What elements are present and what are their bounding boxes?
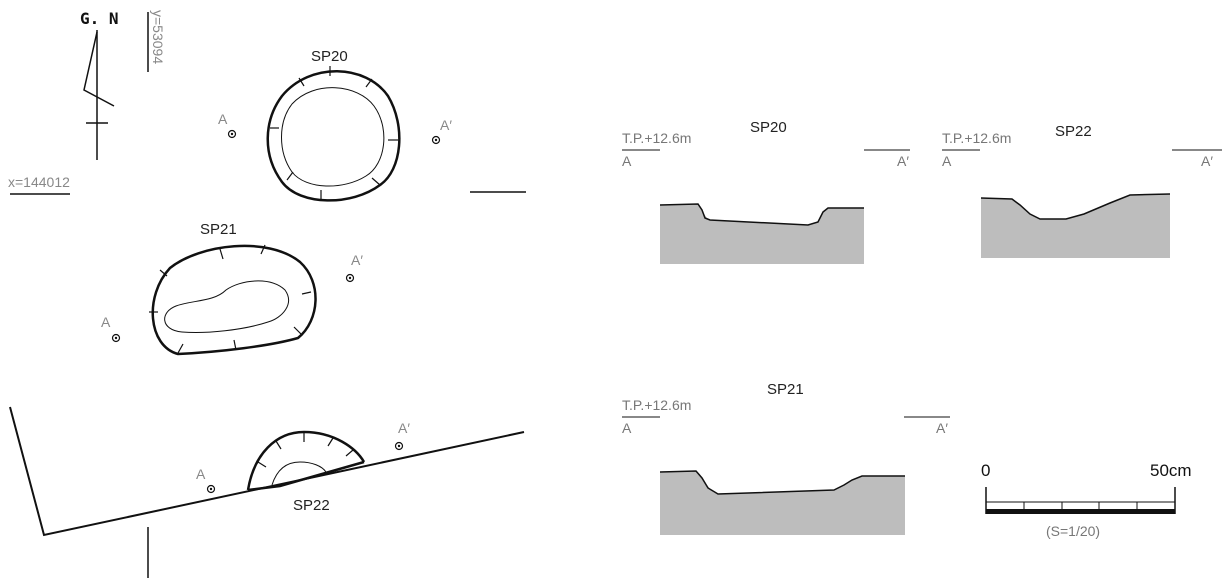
excavation-boundary [9, 406, 525, 578]
section-sp22-left: A [942, 153, 952, 169]
section-sp22-right: A′ [1201, 153, 1213, 169]
pit-sp21-label: SP21 [200, 221, 237, 238]
pit-sp22-label: SP22 [293, 497, 330, 514]
grid-y-label: y=53094 [150, 10, 166, 64]
section-sp21: SP21 T.P.+12.6m A A′ [622, 381, 950, 535]
section-sp22: SP22 T.P.+12.6m A A′ [942, 123, 1222, 258]
sp21-point-a-label: A [101, 314, 111, 330]
pit-sp21-plan: SP21 A A′ [101, 221, 363, 356]
sp21-point-a-prime-label: A′ [351, 252, 363, 268]
pit-sp20-label: SP20 [311, 48, 348, 65]
section-sp22-level: T.P.+12.6m [942, 130, 1011, 146]
scale-bar: 0 50cm (S=1/20) [981, 461, 1192, 539]
section-sp20-right: A′ [897, 153, 909, 169]
section-sp21-level: T.P.+12.6m [622, 397, 691, 413]
section-sp20: SP20 T.P.+12.6m A A′ [622, 119, 910, 264]
sp22-point-a-label: A [196, 466, 206, 482]
scale-ratio-label: (S=1/20) [1046, 523, 1100, 539]
section-sp21-right: A′ [936, 420, 948, 436]
north-arrow: G. N [80, 9, 119, 160]
grid-x-marker: x=144012 [8, 174, 70, 195]
section-sp21-left: A [622, 420, 632, 436]
north-label: G. N [80, 9, 119, 28]
scale-end-label: 50cm [1150, 461, 1192, 480]
scale-start-label: 0 [981, 461, 990, 480]
section-sp20-left: A [622, 153, 632, 169]
sp20-point-a-label: A [218, 111, 228, 127]
sp20-point-a-prime-label: A′ [440, 117, 452, 133]
pit-sp20-plan: SP20 A A′ [218, 48, 452, 202]
pit-sp22-plan: SP22 A A′ [196, 420, 410, 514]
sp22-point-a-prime-label: A′ [398, 420, 410, 436]
grid-x-label: x=144012 [8, 174, 70, 190]
grid-y-marker: y=53094 [147, 10, 166, 72]
section-sp20-level: T.P.+12.6m [622, 130, 691, 146]
section-sp20-title: SP20 [750, 119, 787, 136]
section-sp21-title: SP21 [767, 381, 804, 398]
section-sp22-title: SP22 [1055, 123, 1092, 140]
